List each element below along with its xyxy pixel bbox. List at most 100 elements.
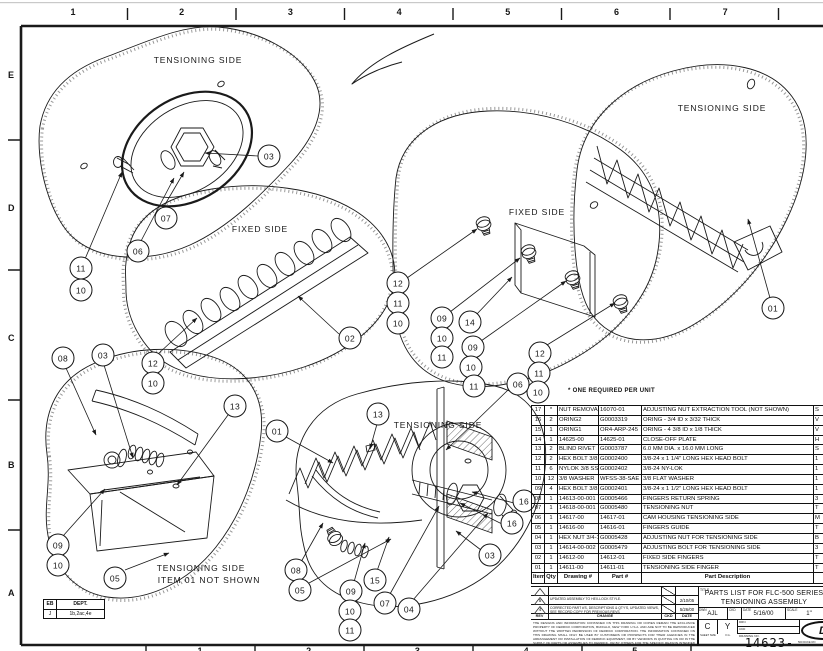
revision-ckd [662,605,676,613]
part-qty: 2 [545,445,558,455]
part-drawing-no: 14617-00 [558,514,599,524]
balloon-10: 10 [386,311,410,335]
part-material: 1 [815,456,819,463]
revision-row-blank [531,587,698,596]
ruler-top-number: 2 [179,7,185,17]
part-item-no: 14 [532,435,545,445]
part-description: ADJUSTING NUT EXTRACTION TOOL (NOT SHOWN… [642,406,814,415]
part-material [814,573,823,583]
part-drawing-no: 14625-00 [558,435,599,445]
parts-list-header-row: Item Qty Drawing # Part # Part Descripti… [532,573,823,584]
part-description: 3/8-24 NY-LOK [642,465,814,474]
part-qty: 1 [545,425,558,435]
part-material: S [815,446,819,453]
part-material: 1 [815,475,819,482]
dwn-cell: DWN AJL [698,608,728,620]
part-no: G0003319 [599,415,642,425]
dept-codes: 1b,2ac,4e [69,610,92,617]
revision-date: 2/10/05 [679,598,695,603]
view-label: TENSIONING SIDE [156,563,246,573]
parts-list-row: 05 1 14616-00 14616-01 FINGERS GUIDE T [532,524,823,534]
balloon-09: 09 [46,533,70,557]
dept-header-row: EB DEPT. [44,600,104,610]
sheet-size-label: SHEET SIZE [700,634,716,637]
part-item-no: 09 [532,484,545,494]
parts-list-row: 06 1 14617-00 14617-01 CAM HOUSING TENSI… [532,514,823,525]
parts-note: * ONE REQUIRED PER UNIT [568,388,655,394]
part-qty: 4 [545,484,558,494]
part-drawing-no: NYLOK 3/8 SS [559,465,599,474]
view-fixed-side-fingers [121,185,396,383]
part-material: 1 [815,466,819,473]
drawing-info-row: DWN AJL CKD DATE 5/16/00 SCALE 1" [698,607,823,620]
revision-number: 4 [538,606,542,612]
balloon-11: 11 [430,345,454,369]
dept-label: DEPT. [73,601,88,607]
part-description: Part Description [642,573,814,584]
part-no: Part # [599,573,642,584]
parts-list-row: 09 4 HEX BOLT 3/8 G0002401 3/8-24 x 1 1/… [532,484,823,495]
drawing-number: 14623-00 [744,636,795,651]
part-no: 14616-01 [599,524,642,533]
parts-list-row: 01 1 14611-00 14611-01 TENSIONING SIDE F… [532,563,823,574]
revision-row: 4 CORRECTED PART #'S, DESCRIPTIONS & QTY… [531,605,698,614]
balloon-14: 14 [458,310,482,334]
ruler-bottom-number: 5 [632,646,638,651]
part-material: T [815,554,819,561]
part-material: T [815,525,819,532]
rev-header: REV [531,614,549,619]
balloon-11: 11 [69,256,93,280]
part-material: T [815,564,819,571]
fg-value: Y [718,620,738,634]
part-description: 3/8 FLAT WASHER [642,474,814,484]
fg-label: F.G. [725,634,731,637]
part-material: 3 [815,544,819,551]
view-label: FIXED SIDE [231,224,289,234]
title-block: 5 UPDATED ASSEMBLY TO HEX-LOCK STYLE. 2/… [531,586,823,651]
title-label: TITLE [700,588,710,592]
part-description: 6.0 MM DIA. x 16.0 MM LONG [642,445,814,455]
balloon-09: 09 [430,306,454,330]
ruler-side-letter: B [8,460,15,470]
parts-list-row: 11 6 NYLOK 3/8 SS G0002402 3/8-24 NY-LOK… [532,465,823,475]
revision-change: UPDATED ASSEMBLY TO HEX-LOCK STYLE. [549,596,662,604]
part-item-no: 06 [532,514,545,524]
part-drawing-no: 3/8 WASHER [558,474,599,484]
view-tensioning-side-finger [569,64,807,344]
part-description: TENSIONING NUT [642,504,814,514]
revision-change [549,587,662,595]
dept-eb: EB [44,600,57,609]
parts-list-row: 17 * NUT REMOVAL TOOL 16070-01 ADJUSTING… [532,406,823,416]
ruler-side-letter: A [8,588,15,598]
sheet-size-value: C [698,620,718,634]
revision-header-row: REV CHANGE CKD DATE [531,614,698,620]
ckd-label: CKD [729,608,736,612]
ruler-bottom-number: 4 [523,646,529,651]
date-cell: DATE 5/16/00 [742,608,786,620]
part-material: T [815,505,819,512]
part-drawing-no: ORING2 [558,415,599,425]
part-material: S [815,407,819,413]
balloon-08: 08 [51,346,75,370]
date-header: DATE [681,614,693,618]
dwn-label: DWN [699,608,707,612]
part-drawing-no: HEX BOLT 3/8 [559,455,599,465]
parts-list-row: 02 1 14612-00 14612-01 FIXED SIDE FINGER… [532,553,823,564]
date-label: DATE [743,608,752,612]
part-drawing-no: BLIND RIVET [558,445,599,455]
ruler-top-number: 6 [613,7,620,17]
part-item-no: 11 [532,465,545,474]
balloon-10: 10 [141,371,165,395]
dept-code: J [44,609,57,618]
title-block-bottom: C SHEET SIZE Y F.G. DRN CKD DRAWING NO. … [698,619,823,651]
balloon-11: 11 [462,374,486,398]
revision-table: 5 UPDATED ASSEMBLY TO HEX-LOCK STYLE. 2/… [531,587,698,614]
balloon-13: 13 [223,394,247,418]
scale-value: 1" [806,611,812,617]
balloon-06: 06 [506,372,530,396]
part-qty: * [545,406,558,415]
part-drawing-no: NUT REMOVAL TOOL [559,406,599,415]
part-qty: 1 [545,553,558,563]
